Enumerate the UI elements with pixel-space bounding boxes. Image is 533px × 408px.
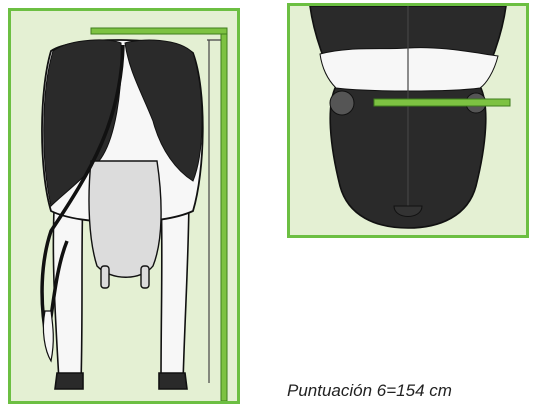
udder	[89, 161, 161, 288]
top-view-illustration	[290, 6, 526, 235]
top-view-panel	[287, 3, 529, 238]
hip-bone-left	[330, 91, 354, 115]
rear-view-illustration	[11, 11, 237, 401]
width-measuring-bar	[374, 99, 510, 106]
white-coat-patch	[320, 48, 498, 91]
rear-view-panel	[8, 8, 240, 404]
score-caption: Puntuación 6=154 cm	[287, 381, 452, 401]
